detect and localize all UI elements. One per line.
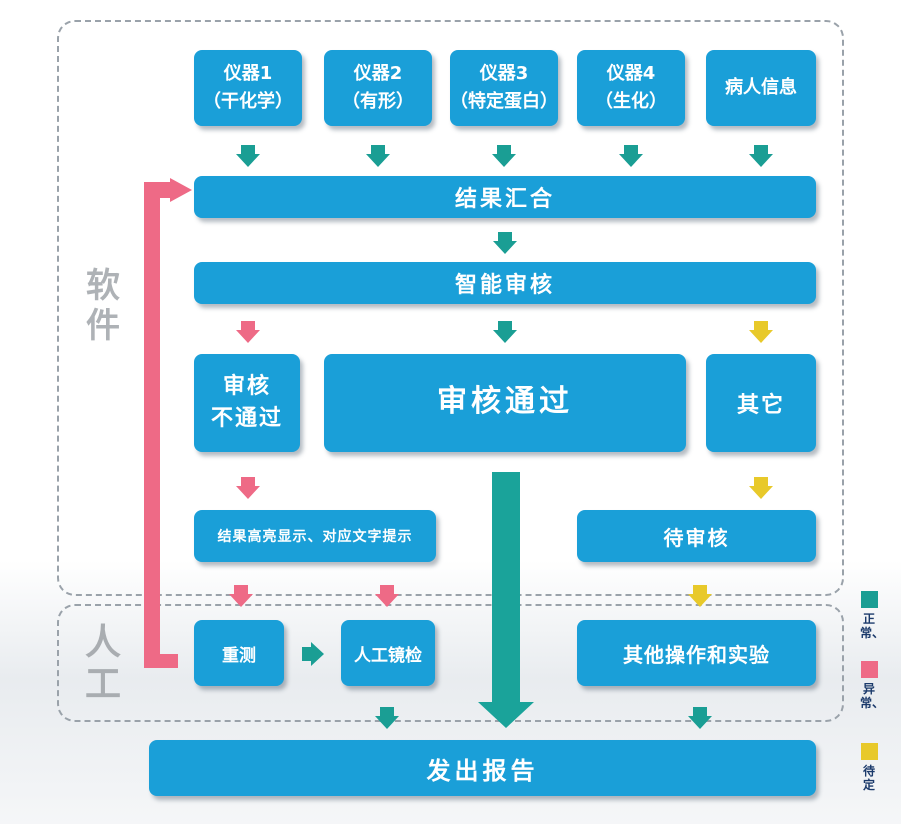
software-region: [57, 20, 844, 596]
instrument-2-type: （有形）: [342, 91, 414, 112]
manual-label: 人 工: [83, 622, 123, 706]
issue-report-label: 发出报告: [426, 756, 539, 785]
review-fail-line-2: 不通过: [210, 406, 283, 431]
pending-review-box: 待审核: [577, 510, 816, 562]
highlight-hint-label: 结果高亮显示、对应文字提示: [217, 529, 413, 545]
legend-swatch-pending: [861, 743, 878, 760]
instrument-4-type: （生化）: [595, 91, 667, 112]
instrument-2-name: 仪器2: [353, 63, 403, 84]
manual-label-char-1: 人: [84, 622, 121, 663]
issue-report-box: 发出报告: [149, 740, 816, 796]
retest-label: 重测: [222, 645, 256, 666]
software-label: 软 件: [83, 266, 123, 346]
result-summary-label: 结果汇合: [454, 187, 555, 212]
arrow-down-yellow: [749, 477, 773, 499]
arrow-down-teal: [366, 145, 390, 167]
smart-review-box: 智能审核: [194, 262, 816, 304]
instrument-3-type: （特定蛋白）: [450, 91, 558, 112]
patient-info-label: 病人信息: [725, 77, 797, 98]
manual-region: [57, 604, 844, 722]
manual-microscopy-box: 人工镜检: [341, 620, 435, 686]
manual-microscopy-label: 人工镜检: [354, 645, 422, 666]
arrow-down-yellow: [749, 321, 773, 343]
retest-box: 重测: [194, 620, 284, 686]
arrow-down-teal: [619, 145, 643, 167]
legend-text-abnormal: 异常、: [860, 682, 885, 710]
legend-text-normal: 正常、: [860, 612, 885, 640]
arrow-down-pink: [375, 585, 399, 607]
software-label-char-1: 软: [86, 266, 120, 306]
review-pass-label: 审核通过: [437, 384, 573, 419]
arrow-down-teal: [375, 707, 399, 729]
instrument-4-box: 仪器4 （生化）: [577, 50, 685, 126]
other-operations-label: 其他操作和实验: [623, 642, 770, 667]
instrument-1-name: 仪器1: [223, 63, 273, 84]
manual-label-char-2: 工: [84, 664, 121, 705]
other-operations-box: 其他操作和实验: [577, 620, 816, 686]
patient-info-box: 病人信息: [706, 50, 816, 126]
result-summary-box: 结果汇合: [194, 176, 816, 218]
instrument-3-box: 仪器3 （特定蛋白）: [450, 50, 558, 126]
pass-to-report-arrow: [478, 472, 534, 728]
arrow-down-pink: [236, 321, 260, 343]
instrument-3-name: 仪器3: [479, 63, 529, 84]
arrow-right-teal: [302, 642, 324, 666]
arrow-down-teal: [236, 145, 260, 167]
legend-swatch-abnormal: [861, 661, 878, 678]
arrow-down-teal: [492, 145, 516, 167]
instrument-1-type: （干化学）: [203, 91, 293, 112]
legend-swatch-normal: [861, 591, 878, 608]
arrow-down-teal: [749, 145, 773, 167]
software-label-char-2: 件: [86, 306, 120, 346]
review-fail-line-1: 审核: [222, 374, 271, 399]
highlight-hint-box: 结果高亮显示、对应文字提示: [194, 510, 436, 562]
review-pass-box: 审核通过: [324, 354, 686, 452]
arrow-down-teal: [493, 232, 517, 254]
other-result-box: 其它: [706, 354, 816, 452]
legend-text-pending: 待定: [862, 764, 875, 792]
arrow-down-pink: [229, 585, 253, 607]
arrow-down-yellow: [688, 585, 712, 607]
instrument-4-name: 仪器4: [606, 63, 656, 84]
arrow-down-teal: [688, 707, 712, 729]
other-result-label: 其它: [736, 393, 785, 418]
smart-review-label: 智能审核: [454, 273, 555, 298]
retest-loop-arrow: [144, 178, 192, 668]
arrow-down-teal: [493, 321, 517, 343]
pending-review-label: 待审核: [663, 525, 730, 550]
instrument-2-box: 仪器2 （有形）: [324, 50, 432, 126]
arrow-down-pink: [236, 477, 260, 499]
review-fail-box: 审核 不通过: [194, 354, 300, 452]
instrument-1-box: 仪器1 （干化学）: [194, 50, 302, 126]
